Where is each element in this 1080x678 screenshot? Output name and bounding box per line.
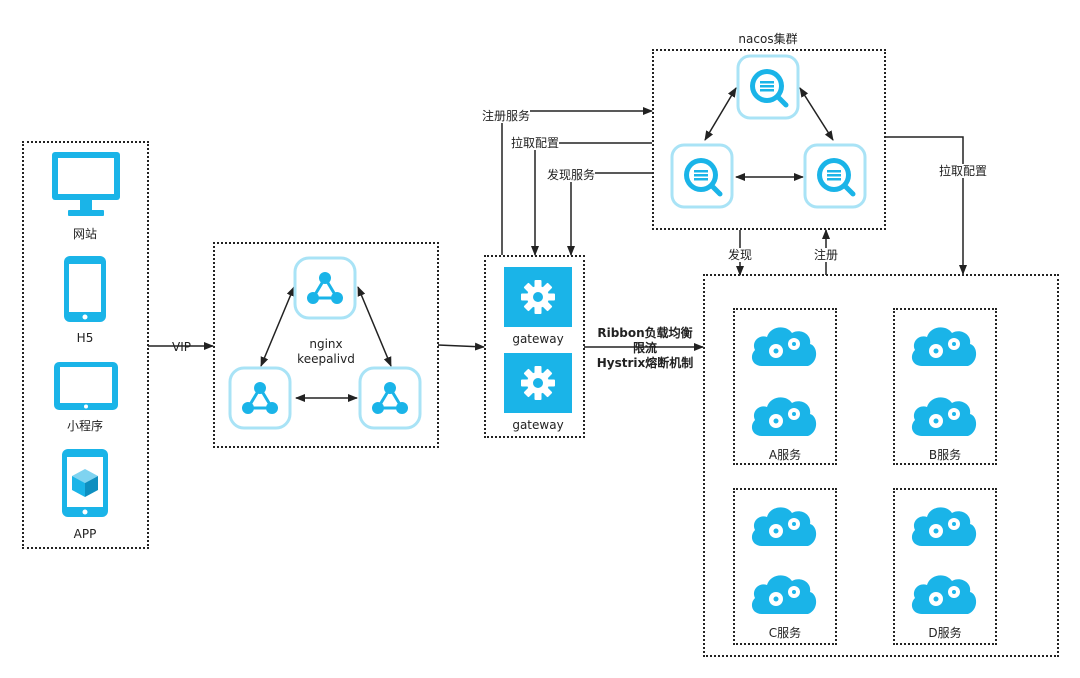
routing-label-hystrix: Hystrix熔断机制 [596,356,694,370]
client-label-app: APP [73,527,97,541]
cloud-gear-icon [748,320,820,376]
cloud-gear-icon [748,500,820,556]
service-group-c [733,488,837,645]
gateway-label-2: gateway [512,418,564,432]
pull-config-arrow [531,142,652,256]
nacos-link-right [799,87,834,141]
nginx-link-right [357,286,392,367]
discover-label: 发现 [728,248,753,262]
pull-config-label: 拉取配置 [511,136,560,150]
service-group-a [733,308,837,465]
service-label-c: C服务 [768,626,802,640]
nacos-search-icon [803,143,867,213]
client-label-miniprogram: 小程序 [66,419,104,433]
cloud-gear-icon [908,500,980,556]
cloud-gear-icon [748,568,820,624]
nacos-box [652,49,886,230]
app-cube-icon [60,447,110,523]
service-group-b [893,308,997,465]
tablet-icon [52,360,120,416]
phone-icon [62,254,108,328]
client-label-h5: H5 [76,331,94,345]
cloud-gear-icon [908,320,980,376]
routing-label-ratelimit: 限流 [632,341,658,355]
nginx-box [213,242,439,448]
client-label-website: 网站 [72,227,98,241]
clients-box [22,141,149,549]
nacos-search-icon [736,54,800,124]
network-node-icon [358,366,422,434]
cloud-gear-icon [908,568,980,624]
nacos-title: nacos集群 [738,32,798,46]
register-service-label: 注册服务 [482,109,531,123]
service-label-b: B服务 [928,448,962,462]
network-node-icon [228,366,292,434]
service-label-a: A服务 [768,448,802,462]
vip-label: VIP [172,340,191,354]
nginx-name: nginx [309,337,343,351]
nacos-search-icon [670,143,734,213]
network-node-icon [293,256,357,324]
routing-label-ribbon: Ribbon负载均衡 [597,326,693,340]
nginx-gateway-arrow [437,342,485,351]
pull-config-right-label: 拉取配置 [939,164,988,178]
pull-config-right-arrow [886,136,967,275]
monitor-icon [50,150,122,224]
gateway-label-1: gateway [512,332,564,346]
nginx-keepalived: keepalivd [297,352,355,366]
cloud-gear-icon [748,390,820,446]
discover-service-arrow [567,172,652,256]
service-label-d: D服务 [928,626,962,640]
register-service-arrow [501,107,653,255]
gear-icon [504,267,572,331]
gear-icon [504,353,572,417]
gateway-box [484,255,585,438]
services-box [703,274,1059,657]
service-group-d [893,488,997,645]
discover-service-label: 发现服务 [547,168,596,182]
cloud-gear-icon [908,390,980,446]
nginx-link-left [260,286,295,367]
nacos-link-left [704,87,737,141]
register-label: 注册 [814,248,839,262]
